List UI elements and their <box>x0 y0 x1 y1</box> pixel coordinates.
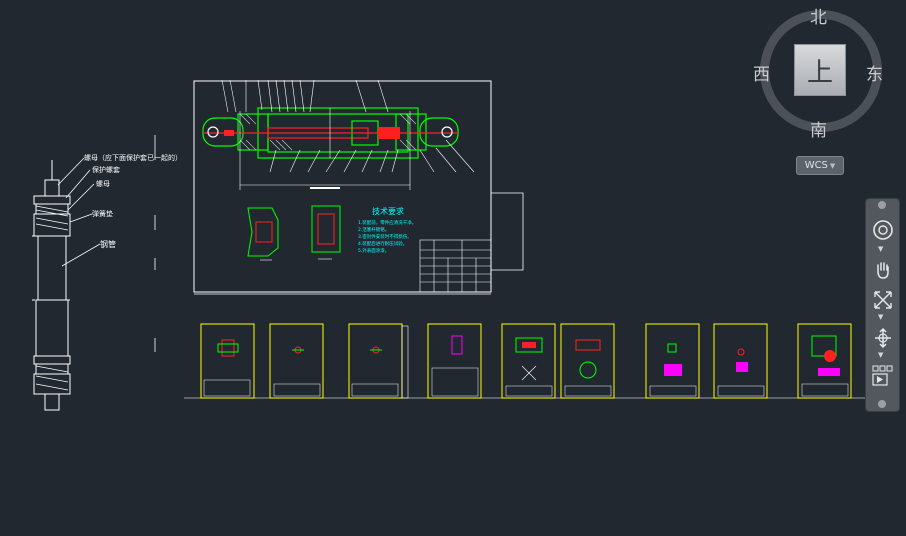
tech-req-line: 5.外表面涂漆。 <box>358 247 389 254</box>
sheet-thumb-3[interactable] <box>348 323 409 399</box>
label-nut: 螺母 <box>96 179 110 188</box>
tech-req-line: 3.密封件安装时不得损伤。 <box>358 233 412 240</box>
pan-icon[interactable] <box>870 257 895 282</box>
detail-view-left <box>247 207 279 261</box>
tech-req-line: 2.活塞杆镀铬。 <box>358 226 389 233</box>
left-hatch-bands <box>35 205 69 391</box>
steering-wheel-icon[interactable] <box>870 217 895 242</box>
left-callout-labels: 螺母（应下面保护套已一起的） 保护螺套 螺母 弹簧垫 钢管 <box>84 153 182 249</box>
wcs-menu-button[interactable]: WCS▼ <box>796 156 844 175</box>
left-tube-assembly <box>32 160 72 411</box>
showmotion-icon[interactable] <box>870 363 895 388</box>
navbar-close-icon[interactable] <box>878 201 886 209</box>
sheet-thumb-1[interactable] <box>200 323 255 399</box>
left-leader-lines <box>57 135 156 352</box>
label-protect-sleeve: 保护螺套 <box>92 165 120 174</box>
chevron-down-icon[interactable]: ▼ <box>878 351 884 359</box>
label-steel-tube: 钢管 <box>100 239 116 249</box>
zoom-extents-icon[interactable] <box>870 287 895 312</box>
tech-req-title: 技术要求 <box>372 206 404 216</box>
orbit-icon[interactable] <box>870 325 895 350</box>
sheet-thumb-2[interactable] <box>269 323 324 399</box>
chevron-down-icon[interactable]: ▼ <box>878 245 884 253</box>
chevron-down-icon: ▼ <box>829 162 836 170</box>
navigation-bar[interactable]: ▼ ▼ ▼ <box>865 198 900 412</box>
cylinder-hatching <box>239 113 417 151</box>
wcs-label: WCS <box>804 160 828 171</box>
title-block <box>419 239 492 293</box>
sheet-thumb-5[interactable] <box>501 323 556 399</box>
sheet-thumb-7[interactable] <box>645 323 700 399</box>
balloon-leaders <box>221 79 475 173</box>
sheet-thumb-4[interactable] <box>427 323 482 399</box>
main-drawing-sheet[interactable] <box>193 80 524 295</box>
compass-south[interactable]: 南 <box>810 121 827 141</box>
tech-req-line: 4.装配后进行耐压试验。 <box>358 240 407 247</box>
compass-east[interactable]: 东 <box>866 65 883 85</box>
compass-west[interactable]: 西 <box>753 65 770 85</box>
sheet-thumb-6[interactable] <box>560 323 615 399</box>
sheet-thumb-8[interactable] <box>713 323 768 399</box>
navbar-resize-handle[interactable] <box>878 400 886 408</box>
detail-view-right <box>311 205 341 260</box>
cylinder-assembly <box>202 107 459 190</box>
viewcube-top-face[interactable]: 上 <box>794 44 846 96</box>
chevron-down-icon[interactable]: ▼ <box>878 313 884 321</box>
compass-north[interactable]: 北 <box>810 8 827 28</box>
sheet-thumb-9[interactable] <box>797 323 852 399</box>
compass-ring[interactable] <box>760 10 882 132</box>
label-nut-protect: 螺母（应下面保护套已一起的） <box>84 153 182 162</box>
tech-req-line: 1.装配前，零件应清洗干净。 <box>358 219 416 226</box>
label-spring-washer: 弹簧垫 <box>92 209 113 218</box>
technical-requirements: 技术要求 1.装配前，零件应清洗干净。 2.活塞杆镀铬。 3.密封件安装时不得损… <box>358 206 416 254</box>
viewcube[interactable]: 上 北 南 西 东 WCS▼ <box>750 0 890 180</box>
